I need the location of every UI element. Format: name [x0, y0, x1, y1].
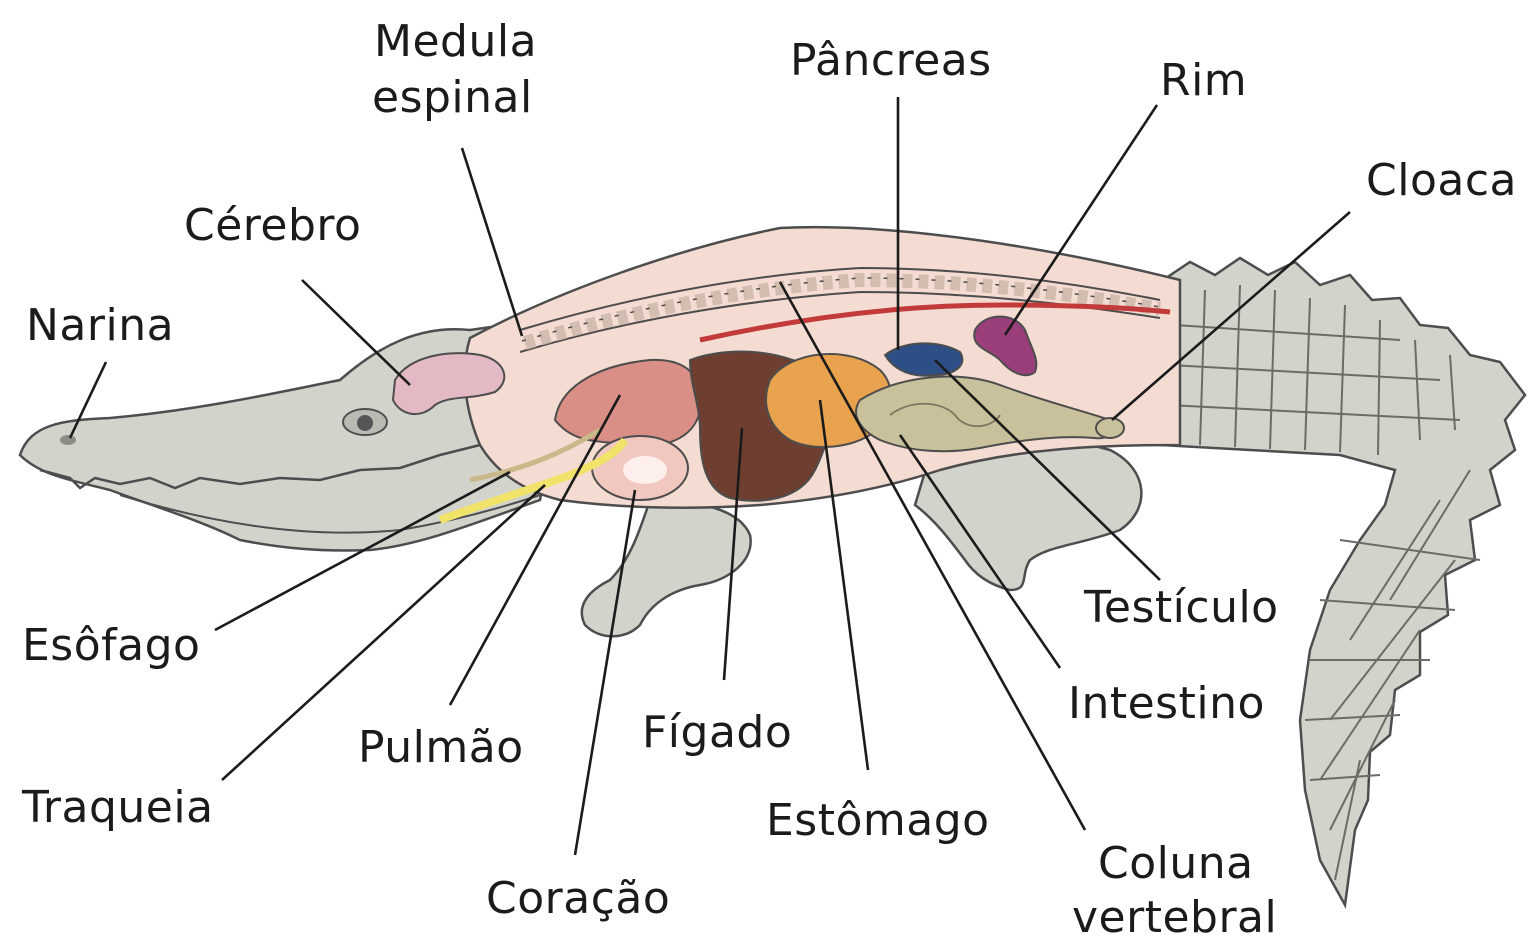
label-cloaca: Cloaca [1366, 155, 1517, 206]
label-traqueia: Traqueia [21, 782, 214, 833]
label-testiculo: Testículo [1083, 582, 1279, 633]
label-narina: Narina [26, 300, 174, 351]
nostril [60, 435, 76, 445]
leader-medula [462, 148, 522, 336]
label-rim: Rim [1160, 55, 1247, 106]
label-coluna-line2: vertebral [1072, 892, 1277, 941]
label-estomago: Estômago [766, 795, 990, 846]
cloaca [1096, 418, 1124, 438]
label-coracao: Coração [486, 873, 670, 924]
leader-coracao [575, 490, 635, 855]
label-pancreas: Pâncreas [790, 35, 992, 86]
label-cerebro: Cérebro [184, 200, 361, 251]
front-leg [582, 500, 751, 636]
label-esofago: Esôfago [22, 620, 200, 671]
label-figado: Fígado [642, 707, 792, 758]
label-pulmao: Pulmão [358, 722, 524, 773]
label-coluna-line1: Coluna [1098, 838, 1254, 889]
label-medula-line2: espinal [372, 72, 533, 123]
label-intestino: Intestino [1068, 678, 1265, 729]
label-medula-line1: Medula [374, 16, 537, 67]
